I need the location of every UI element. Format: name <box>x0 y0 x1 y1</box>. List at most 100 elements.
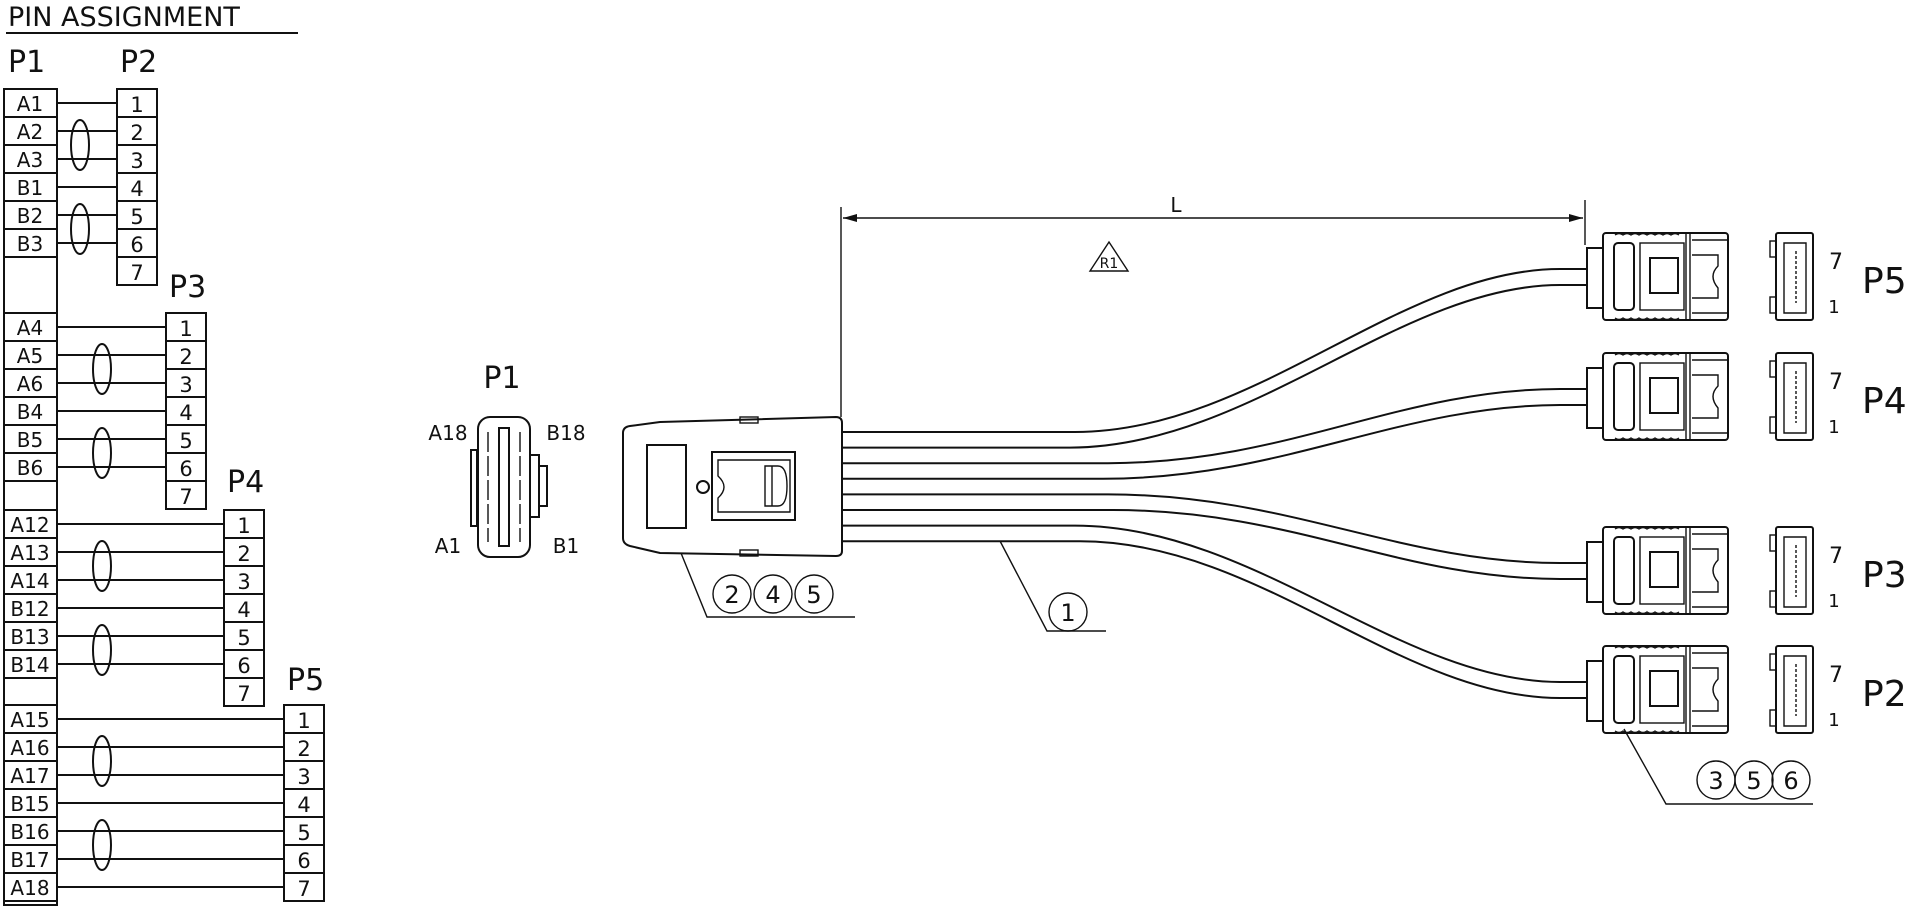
p1-pin-cell <box>3 312 58 342</box>
cable-p4 <box>842 404 1587 480</box>
target-pin-label: 6 <box>237 654 250 678</box>
item-number: 1 <box>1060 599 1075 627</box>
connector-label-p2: P2 <box>120 45 157 80</box>
p1-pin-label: A4 <box>17 316 43 340</box>
cable-p2 <box>842 540 1587 699</box>
p1-pin-label: A3 <box>17 148 43 172</box>
p1-pin-cell <box>3 565 58 595</box>
target-pin-label: 6 <box>179 457 192 481</box>
pin-number-bottom: 1 <box>1828 710 1839 731</box>
connector-housing <box>1602 645 1729 734</box>
pin-label-a1: A1 <box>435 534 461 558</box>
target-pin-label: 2 <box>237 542 250 566</box>
target-pin-cell <box>223 649 265 679</box>
item-balloon <box>1048 592 1088 632</box>
p1-pin-cell <box>3 760 58 790</box>
twisted-pair-marker <box>92 624 112 676</box>
p1-pin-label: A13 <box>10 541 49 565</box>
connector-label: P4 <box>1862 381 1907 422</box>
item-balloon <box>753 574 793 614</box>
pin-label-a18: A18 <box>428 421 467 445</box>
connector-housing <box>1602 352 1729 441</box>
item-number: 5 <box>806 581 821 609</box>
target-pin-cell <box>283 872 325 902</box>
target-pin-label: 1 <box>297 709 310 733</box>
mating-face-view <box>1775 526 1814 615</box>
p1-pin-label: B12 <box>10 597 49 621</box>
latch <box>711 451 796 521</box>
target-pin-label: 7 <box>130 261 143 285</box>
p1-end-view-key <box>470 449 478 527</box>
p1-pin-label: A12 <box>10 513 49 537</box>
twisted-pair-marker <box>92 427 112 479</box>
sata-connector-p2: 7 1 P2 <box>1586 645 1907 734</box>
target-pin-label: 5 <box>130 205 143 229</box>
connector-window <box>1649 670 1679 707</box>
target-pin-label: 2 <box>297 737 310 761</box>
p1-pin-label: A17 <box>10 764 49 788</box>
connector-label: P3 <box>1862 555 1907 596</box>
dimension-label-l: L <box>1170 193 1182 217</box>
p1-pin-cell <box>3 509 58 539</box>
sata-connector-p5: 7 1 P5 <box>1586 232 1907 321</box>
revision-triangle-icon <box>1088 240 1130 272</box>
p1-pin-label: A2 <box>17 120 43 144</box>
pin-number-top: 7 <box>1829 663 1843 688</box>
connector-label: P2 <box>1862 674 1907 715</box>
target-pin-label: 6 <box>130 233 143 257</box>
target-pin-cell <box>165 340 207 370</box>
mating-face-view <box>1775 232 1814 321</box>
p1-pin-label: B5 <box>17 428 43 452</box>
target-pin-cell <box>283 704 325 734</box>
p1-end-view-slot <box>498 427 510 547</box>
cable-p3 <box>842 493 1587 564</box>
label-window <box>646 444 687 529</box>
connector-label-p4: P4 <box>227 465 264 500</box>
target-pin-label: 1 <box>130 93 143 117</box>
p1-column-label: P1 <box>8 45 45 80</box>
connector-label-p3: P3 <box>169 270 206 305</box>
target-pin-cell <box>116 172 158 202</box>
p1-pin-label: B15 <box>10 792 49 816</box>
p1-connector-body <box>622 415 843 558</box>
connector-label: P5 <box>1862 261 1907 302</box>
target-pin-label: 4 <box>179 401 192 425</box>
connector-housing <box>1602 526 1729 615</box>
target-pin-cell <box>116 200 158 230</box>
pin-number-bottom: 1 <box>1828 297 1839 318</box>
cable-p4 <box>842 388 1587 465</box>
twisted-pair-marker <box>70 203 90 255</box>
p1-pin-label: A1 <box>17 92 43 116</box>
target-pin-label: 4 <box>130 177 143 201</box>
cable-p5 <box>842 268 1587 433</box>
pin-label-b1: B1 <box>553 534 579 558</box>
target-pin-label: 2 <box>179 345 192 369</box>
pin-number-top: 7 <box>1829 250 1843 275</box>
cable-p3 <box>842 509 1587 580</box>
p1-pin-cell <box>3 816 58 846</box>
target-pin-label: 7 <box>297 877 310 901</box>
p1-pin-cell <box>3 116 58 146</box>
p1-pin-cell <box>3 788 58 818</box>
p1-pin-label: B4 <box>17 400 43 424</box>
connector-window <box>1649 257 1679 294</box>
target-pin-cell <box>223 677 265 707</box>
p1-pin-label: A5 <box>17 344 43 368</box>
target-pin-label: 2 <box>130 121 143 145</box>
twisted-pair-marker <box>92 343 112 395</box>
connector-label-p5: P5 <box>287 663 324 698</box>
length-dimension: LR1 <box>840 193 1586 417</box>
twisted-pair-marker <box>92 540 112 592</box>
p1-pin-label: B3 <box>17 232 43 256</box>
target-pin-label: 4 <box>297 793 310 817</box>
target-pin-label: 1 <box>179 317 192 341</box>
target-pin-label: 3 <box>179 373 192 397</box>
